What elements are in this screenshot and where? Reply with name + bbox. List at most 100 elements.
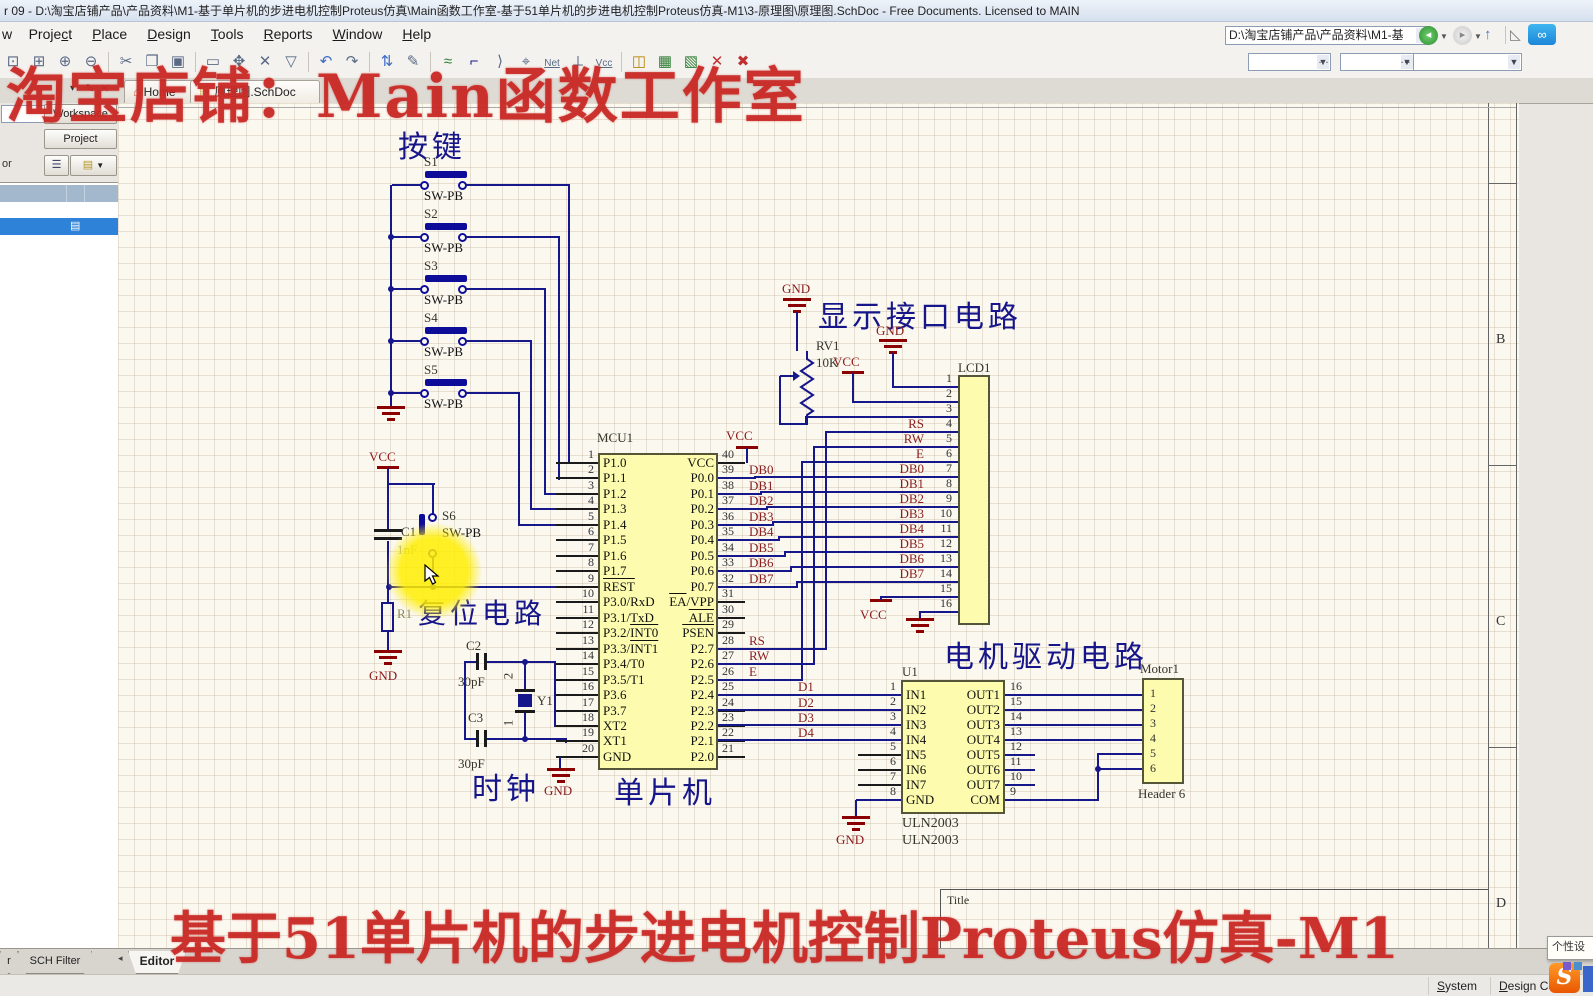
menu-item-window[interactable]: Window — [332, 26, 383, 42]
switch-S2[interactable] — [425, 223, 467, 230]
switch-S4[interactable] — [425, 327, 467, 334]
ime-mini-icon[interactable] — [1574, 962, 1582, 970]
undo-icon[interactable]: ↶ — [319, 53, 333, 70]
ime-lang-icon[interactable] — [1583, 966, 1593, 992]
motor-pin-number: 5 — [1150, 746, 1156, 760]
switch-S5[interactable] — [425, 379, 467, 386]
menu-item-fragment[interactable]: w — [2, 26, 13, 42]
workspace-button[interactable]: Workspace — [44, 104, 117, 124]
list-header[interactable] — [0, 185, 118, 202]
pin — [556, 725, 598, 727]
mcu-pin-number: 24 — [722, 695, 734, 709]
ellipsis-label[interactable]: … — [1400, 54, 1411, 66]
pin — [556, 740, 598, 742]
tab-home[interactable]: ⌂ Home — [124, 80, 200, 103]
structure-view-button[interactable]: ☰ — [44, 155, 69, 176]
uln-pin-number: 11 — [1010, 754, 1022, 768]
cross-probe-icon[interactable]: ⇅ — [380, 53, 394, 70]
component-MCU1-ref[interactable]: MCU1 — [597, 430, 634, 445]
project-button[interactable]: Project — [44, 129, 117, 149]
ime-mini-icon[interactable] — [1563, 962, 1571, 970]
paste-icon[interactable]: ▣ — [170, 53, 186, 70]
net-label-icon[interactable]: Net — [544, 58, 560, 69]
cloud-sync-icon[interactable]: ∞ — [1528, 24, 1556, 45]
switch-S1[interactable] — [425, 171, 467, 178]
tab-editor[interactable]: Editor — [128, 951, 186, 974]
switch-S3[interactable] — [425, 275, 467, 282]
cut-icon[interactable]: ✂ — [119, 53, 133, 70]
sheet-entry-icon[interactable]: ▧ — [683, 53, 699, 70]
mcu-pin-name: EA/VPP — [669, 594, 714, 609]
pin — [718, 710, 745, 712]
filter-icon[interactable]: ▽ — [285, 53, 297, 70]
sheet-symbol-icon[interactable]: ▦ — [657, 53, 673, 70]
chevron-down-icon[interactable]: ▼ — [1401, 55, 1413, 69]
component-Motor1[interactable] — [1142, 678, 1184, 784]
file-view-button[interactable]: ▤ ▼ — [70, 155, 117, 176]
chevron-down-icon[interactable]: ▾ — [70, 83, 76, 94]
component-U1[interactable] — [901, 680, 1005, 814]
ellipsis-label[interactable]: … — [1318, 54, 1329, 66]
system-panels-button[interactable]: System — [1428, 977, 1485, 995]
probe-icon[interactable]: ⌖ — [521, 53, 531, 70]
back-dropdown-icon[interactable]: ▼ — [1440, 32, 1448, 41]
pin-panel-icon[interactable]: ✎ — [85, 83, 95, 95]
clear-selection-icon[interactable]: ✕ — [258, 53, 272, 70]
measure-icon[interactable]: ◺ — [1510, 26, 1521, 42]
bus-icon[interactable]: ⌐ — [469, 53, 479, 70]
zoom-document-icon[interactable]: ⊡ — [6, 53, 20, 70]
menu-item-reports[interactable]: Reports — [263, 26, 313, 42]
component-LCD1[interactable] — [958, 375, 990, 625]
back-icon[interactable]: ◂ — [1419, 26, 1438, 45]
menu-item-design[interactable]: Design — [147, 26, 191, 42]
tab-schdoc[interactable]: ▤ 原理图.SchDoc — [190, 80, 320, 103]
bus-entry-icon[interactable]: ⟩ — [497, 53, 503, 70]
up-one-level-icon[interactable]: ↑ — [1484, 26, 1492, 43]
scroll-left-icon[interactable]: ◂ — [118, 953, 123, 963]
forward-icon[interactable]: ▸ — [1453, 26, 1472, 45]
crystal-Y1-body[interactable] — [518, 694, 532, 707]
panel-tab-sch-filter[interactable]: SCH Filter — [18, 951, 92, 974]
window-title-bar[interactable]: r 09 - D:\淘宝店铺产品\产品资料\M1-基于单片机的步进电机控制Pro… — [0, 0, 1593, 22]
list-item-selected[interactable]: ▤ — [0, 218, 118, 235]
switch-S4-value: SW-PB — [424, 344, 464, 359]
part-icon[interactable]: ◫ — [631, 53, 647, 70]
no-erc-icon[interactable]: ✖ — [736, 53, 750, 70]
forward-dropdown-icon[interactable]: ▼ — [1474, 32, 1482, 41]
resistor-R1[interactable] — [381, 602, 394, 632]
zoom-out-icon[interactable]: ⊖ — [84, 53, 98, 70]
pin — [718, 462, 745, 464]
potentiometer-RV1[interactable] — [799, 351, 817, 430]
gnd-port-icon[interactable]: ⟂ — [572, 53, 583, 70]
directive-icon[interactable]: ✕ — [710, 53, 724, 70]
zoom-area-icon[interactable]: ⊞ — [32, 53, 46, 70]
menu-item-tools[interactable]: Tools — [210, 26, 244, 42]
wire-icon[interactable]: ≈ — [443, 53, 453, 70]
zoom-in-icon[interactable]: ⊕ — [58, 53, 72, 70]
panel-tab-cut[interactable]: r — [0, 951, 18, 974]
select-area-icon[interactable]: ▭ — [205, 53, 221, 70]
annotate-icon[interactable]: ✎ — [406, 53, 420, 70]
component-MCU1[interactable] — [598, 453, 718, 770]
list-item[interactable] — [0, 202, 118, 218]
variant-combo[interactable]: ▼ — [1413, 53, 1522, 71]
vcc-port-icon[interactable]: Vcc — [595, 58, 613, 69]
menu-item-help[interactable]: Help — [402, 26, 432, 42]
chevron-down-icon[interactable]: ▼ — [1317, 55, 1329, 69]
gnd-symbol — [387, 418, 395, 421]
menu-item-place[interactable]: Place — [92, 26, 128, 42]
redo-icon[interactable]: ↷ — [345, 53, 359, 70]
scale-combo[interactable]: ▼ — [1248, 53, 1331, 71]
close-panel-icon[interactable]: ✕ — [100, 83, 110, 95]
move-icon[interactable]: ✥ — [232, 53, 246, 70]
project-file-list[interactable]: ▤ — [0, 182, 118, 949]
copy-icon[interactable]: ❐ — [145, 53, 159, 70]
component-Motor1-ref[interactable]: Motor1 — [1140, 661, 1179, 676]
component-LCD1-ref[interactable]: LCD1 — [958, 360, 991, 375]
chevron-down-icon[interactable]: ▼ — [1508, 55, 1520, 69]
uln-pin-name: IN3 — [906, 717, 927, 732]
menu-item-project[interactable]: Project — [28, 26, 73, 42]
recent-path-combo[interactable]: D:\淘宝店铺产品\产品资料\M1-基 ▼ — [1225, 26, 1430, 45]
component-U1-ref[interactable]: U1 — [902, 664, 918, 679]
